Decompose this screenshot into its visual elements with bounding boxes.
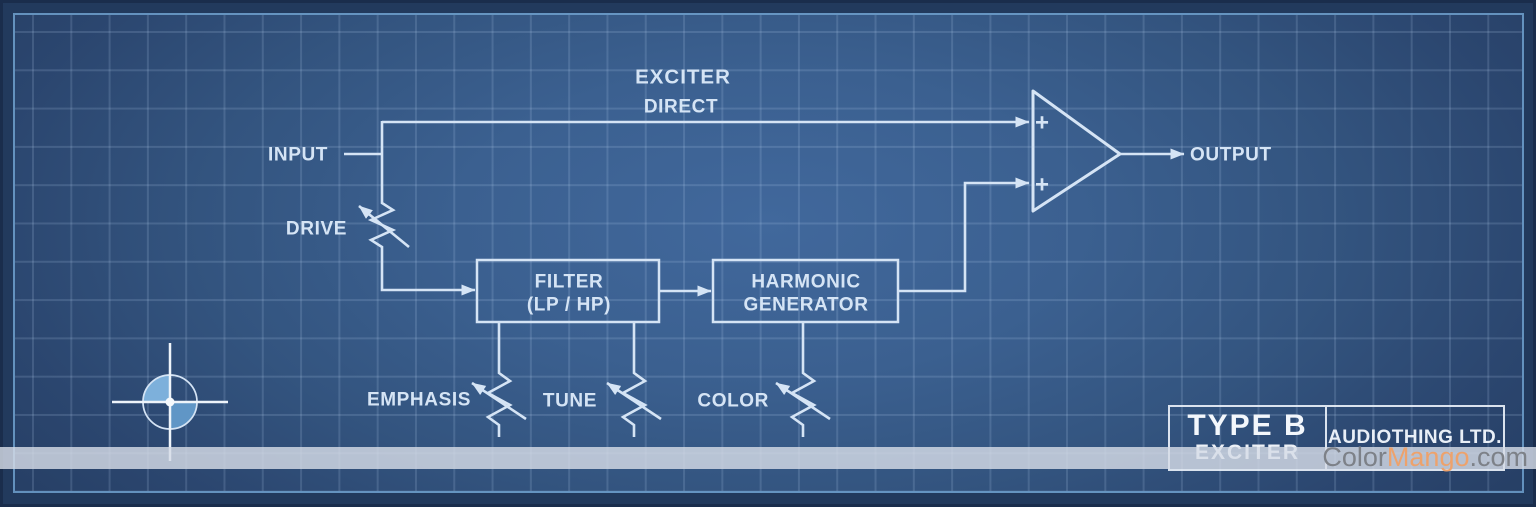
drive-label: DRIVE <box>286 219 347 240</box>
harmonic-to-sum-line <box>898 177 1030 293</box>
color-label: COLOR <box>697 391 769 412</box>
harmonic-label-line1: HARMONIC <box>751 272 860 293</box>
registration-mark <box>112 343 228 461</box>
schematic-lines <box>344 89 1185 437</box>
sum-plus-bottom: + <box>1035 172 1049 199</box>
registration-quadrant-bottomright <box>170 402 197 429</box>
drive-pot-arrow <box>358 204 410 249</box>
filter-label-line2: (LP / HP) <box>527 295 611 316</box>
color-pot-arrow <box>775 381 831 421</box>
emphasis-stem <box>485 322 513 437</box>
registration-quadrant-topleft <box>143 375 170 402</box>
blueprint-grid <box>15 15 1522 491</box>
color-stem <box>789 322 817 437</box>
company-name: AUDIOTHING LTD. <box>1328 427 1502 448</box>
sum-plus-top: + <box>1035 110 1049 137</box>
colormango-watermark: ColorMango.com <box>1322 442 1528 473</box>
diagram-title: EXCITER <box>635 66 731 89</box>
emphasis-pot-arrow <box>471 381 527 421</box>
tune-pot-arrow <box>606 381 662 421</box>
watermark-text-color: Color <box>1322 442 1387 472</box>
watermark-text-mango: Mango <box>1386 442 1470 472</box>
model-name: TYPE B <box>1187 409 1308 442</box>
filter-label-line1: FILTER <box>535 272 604 293</box>
tune-label: TUNE <box>543 391 597 412</box>
harmonic-label-line2: GENERATOR <box>743 295 868 316</box>
title-block-company-cell: AUDIOTHING LTD. <box>1327 407 1503 469</box>
input-label: INPUT <box>268 145 328 166</box>
direct-label: DIRECT <box>644 97 718 118</box>
watermark-bar: ColorMango.com <box>0 442 1536 472</box>
summing-amp-triangle <box>1031 89 1122 213</box>
registration-center-dot <box>165 397 175 407</box>
drive-branch-line <box>367 121 476 296</box>
emphasis-label: EMPHASIS <box>367 390 471 411</box>
watermark-text-com: .com <box>1469 442 1528 472</box>
schematic-labels: EXCITER DIRECT INPUT DRIVE FILTER (LP / … <box>268 66 1272 412</box>
tune-stem <box>620 322 648 437</box>
output-label: OUTPUT <box>1190 145 1272 166</box>
